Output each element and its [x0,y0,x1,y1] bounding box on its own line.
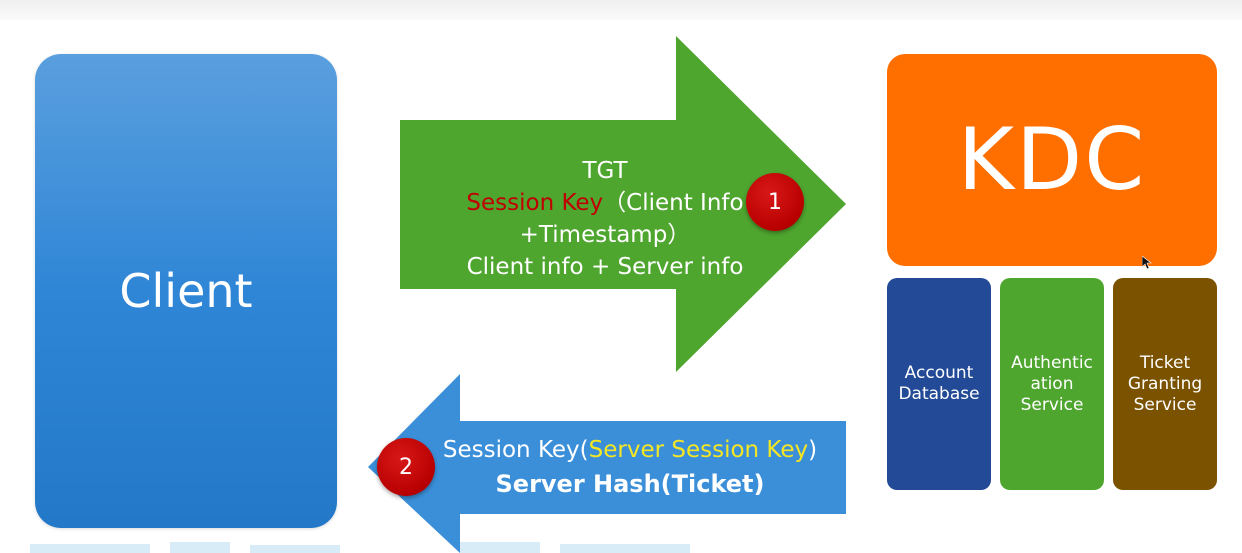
timestamp-text: +Timestamp） [519,222,691,248]
authentication-service-line-3: Service [1020,394,1084,415]
session-key-highlight: Session Key [466,190,604,216]
account-database-box: Account Database [887,278,991,490]
step-2-badge: 2 [377,438,435,496]
return-arrow [368,374,846,553]
forward-arrow-text: TGT Session Key（Client Info +Timestamp） … [405,155,805,283]
server-session-key-highlight: Server Session Key [588,437,809,463]
server-session-key-line: Session Key(Server Session Key) [420,433,840,467]
client-label: Client [119,264,253,318]
account-database-line-2: Database [898,384,980,404]
step-1-badge: 1 [746,173,804,231]
authentication-service-label: Authentic ation Service [1011,353,1093,416]
top-band [0,0,1242,20]
kdc-label: KDC [957,110,1147,210]
ticket-granting-service-line-3: Service [1133,394,1197,415]
session-key-suffix: ) [808,437,818,463]
bottom-decorative-strip [30,542,690,553]
client-info-text: （Client Info [603,190,744,216]
client-box: Client [35,54,337,528]
server-hash-ticket-text: Server Hash(Ticket) [495,470,765,498]
client-server-info-text: Client info + Server info [466,254,744,280]
ticket-granting-service-line-1: Ticket [1139,352,1191,373]
session-key-prefix: Session Key( [442,437,589,463]
authentication-service-line-1: Authentic [1011,352,1093,373]
ticket-granting-service-label: Ticket Granting Service [1128,353,1202,416]
ticket-granting-service-line-2: Granting [1127,373,1203,394]
authentication-service-line-2: ation [1030,373,1074,394]
tgt-label: TGT [582,158,628,184]
authentication-service-box: Authentic ation Service [1000,278,1104,490]
account-database-label: Account Database [898,363,979,405]
ticket-granting-service-box: Ticket Granting Service [1113,278,1217,490]
return-arrow-text: Session Key(Server Session Key) Server H… [420,433,840,501]
kdc-box: KDC [887,54,1217,266]
account-database-line-1: Account [904,363,974,383]
mouse-cursor-icon [1142,256,1152,270]
session-key-line: Session Key（Client Info [405,187,805,219]
forward-arrow [400,36,846,372]
